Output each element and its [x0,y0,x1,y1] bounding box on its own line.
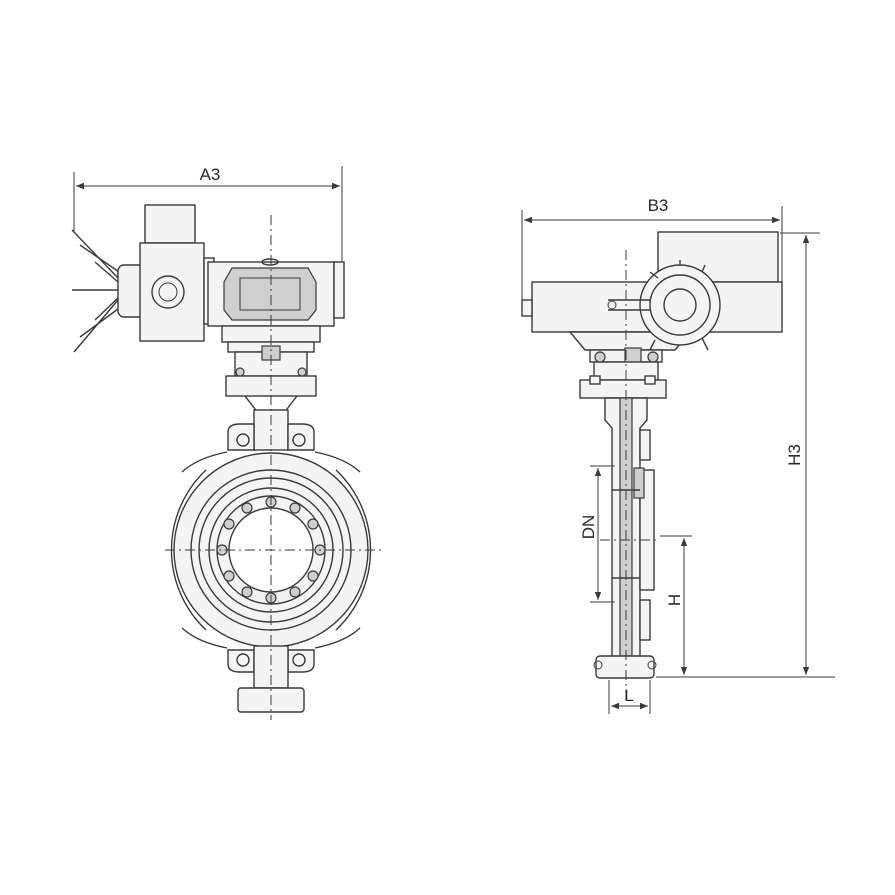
dimension-h-label: H [665,594,684,606]
dimension-h: H [660,535,692,675]
side-actuator [521,231,783,351]
dimension-h3: H3 [656,232,835,678]
dimension-a3: A3 [73,165,343,262]
dimension-b3-label: B3 [648,196,669,215]
dimension-l-label: L [624,686,633,705]
dimension-h3-label: H3 [785,444,804,466]
side-valve-body [593,397,657,679]
dimension-dn: DN [579,465,615,603]
dimension-a3-label: A3 [200,165,221,184]
front-view: A3 [71,165,385,720]
dimension-dn-label: DN [579,515,598,540]
front-handwheel [71,229,145,353]
front-motor-block [139,204,215,342]
side-bracket [579,347,667,399]
dimension-l: L [608,680,651,714]
side-view: B3 H3 DN H L [521,196,835,714]
dimension-b3: B3 [521,196,783,300]
front-bolt-circle [216,496,326,604]
front-gearbox [207,258,345,327]
front-bracket [221,325,321,419]
